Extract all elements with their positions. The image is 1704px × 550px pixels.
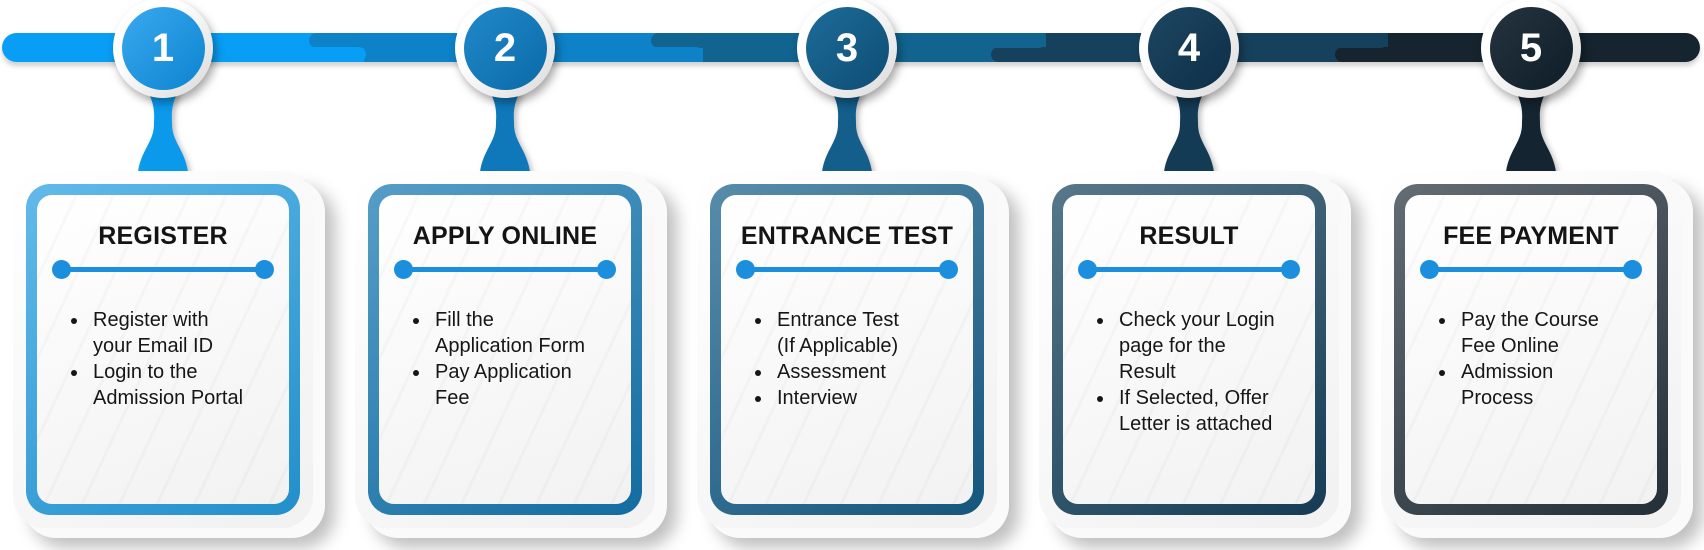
step-number-badge: 2 xyxy=(455,0,555,98)
card-body: RESULT Check your Login page for the Res… xyxy=(1063,195,1315,504)
divider-dot xyxy=(939,259,958,279)
step-number: 3 xyxy=(805,6,889,90)
step-bullet-list: Pay the Course Fee Online Admission Proc… xyxy=(1419,307,1643,411)
timeline-accent-pill xyxy=(922,33,1046,48)
bullet-item: Pay Application Fee xyxy=(431,359,613,411)
timeline-accent-pill xyxy=(651,33,781,48)
card-border: APPLY ONLINE Fill the Application Form P… xyxy=(368,184,642,515)
divider-line xyxy=(1094,266,1284,272)
timeline-accent-pill xyxy=(991,47,1121,62)
timeline-accent-pill xyxy=(309,33,439,48)
bullet-item: Check your Login page for the Result xyxy=(1115,307,1297,385)
divider-line xyxy=(410,266,600,272)
divider-dot xyxy=(736,259,755,279)
connector-stem xyxy=(480,90,530,172)
step-card: REGISTER Register with your Email ID Log… xyxy=(13,171,313,528)
title-divider xyxy=(52,259,274,279)
divider-dot xyxy=(1623,259,1642,279)
step-bullet-list: Fill the Application Form Pay Applicatio… xyxy=(393,307,617,411)
step-apply-online: APPLY ONLINE Fill the Application Form P… xyxy=(334,0,676,550)
step-fee-payment: FEE PAYMENT Pay the Course Fee Online Ad… xyxy=(1360,0,1702,550)
step-card: ENTRANCE TEST Entrance Test (If Applicab… xyxy=(697,171,997,528)
bullet-item: Assessment xyxy=(773,359,955,385)
card-border: RESULT Check your Login page for the Res… xyxy=(1052,184,1326,515)
divider-line xyxy=(1436,266,1626,272)
card-border: REGISTER Register with your Email ID Log… xyxy=(26,184,300,515)
connector-stem xyxy=(1506,90,1556,172)
card-border: FEE PAYMENT Pay the Course Fee Online Ad… xyxy=(1394,184,1668,515)
timeline-accent-pill xyxy=(580,47,703,62)
step-result: RESULT Check your Login page for the Res… xyxy=(1018,0,1360,550)
card-body: FEE PAYMENT Pay the Course Fee Online Ad… xyxy=(1405,195,1657,504)
step-title: FEE PAYMENT xyxy=(1443,222,1619,250)
bullet-item: Pay the Course Fee Online xyxy=(1457,307,1639,359)
step-card: APPLY ONLINE Fill the Application Form P… xyxy=(355,171,655,528)
step-bullet-list: Entrance Test (If Applicable) Assessment… xyxy=(735,307,959,411)
divider-dot xyxy=(597,259,616,279)
step-number: 2 xyxy=(463,6,547,90)
card-border: ENTRANCE TEST Entrance Test (If Applicab… xyxy=(710,184,984,515)
step-entrance-test: ENTRANCE TEST Entrance Test (If Applicab… xyxy=(676,0,1018,550)
step-register: REGISTER Register with your Email ID Log… xyxy=(0,0,334,550)
bullet-item: Interview xyxy=(773,385,955,411)
timeline-accent-pill xyxy=(242,47,366,62)
bullet-item: If Selected, Offer Letter is attached xyxy=(1115,385,1297,437)
bullet-item: Register with your Email ID xyxy=(89,307,271,359)
step-title: RESULT xyxy=(1139,222,1239,250)
step-card: RESULT Check your Login page for the Res… xyxy=(1039,171,1339,528)
divider-dot xyxy=(394,259,413,279)
title-divider xyxy=(736,259,958,279)
step-title: APPLY ONLINE xyxy=(412,222,598,250)
divider-dot xyxy=(1420,259,1439,279)
title-divider xyxy=(394,259,616,279)
bullet-item: Entrance Test (If Applicable) xyxy=(773,307,955,359)
step-title: ENTRANCE TEST xyxy=(740,222,954,250)
bullet-item: Fill the Application Form xyxy=(431,307,613,359)
divider-dot xyxy=(1281,259,1300,279)
connector-stem xyxy=(138,90,188,172)
step-number-badge: 5 xyxy=(1481,0,1581,98)
step-number: 1 xyxy=(121,6,205,90)
divider-dot xyxy=(255,259,274,279)
step-number-badge: 3 xyxy=(797,0,897,98)
step-bullet-list: Check your Login page for the Result If … xyxy=(1077,307,1301,437)
step-card: FEE PAYMENT Pay the Course Fee Online Ad… xyxy=(1381,171,1681,528)
bullet-item: Admission Process xyxy=(1457,359,1639,411)
step-bullet-list: Register with your Email ID Login to the… xyxy=(51,307,275,411)
connector-stem xyxy=(822,90,872,172)
card-body: ENTRANCE TEST Entrance Test (If Applicab… xyxy=(721,195,973,504)
title-divider xyxy=(1078,259,1300,279)
step-number-badge: 4 xyxy=(1139,0,1239,98)
step-number: 5 xyxy=(1489,6,1573,90)
divider-line xyxy=(752,266,942,272)
divider-dot xyxy=(1078,259,1097,279)
timeline-accent-pill xyxy=(1335,47,1465,62)
card-body: REGISTER Register with your Email ID Log… xyxy=(37,195,289,504)
card-body: APPLY ONLINE Fill the Application Form P… xyxy=(379,195,631,504)
timeline-accent-pill xyxy=(1264,33,1388,48)
divider-dot xyxy=(52,259,71,279)
bullet-item: Login to the Admission Portal xyxy=(89,359,271,411)
divider-line xyxy=(68,266,258,272)
connector-stem xyxy=(1164,90,1214,172)
step-title: REGISTER xyxy=(98,222,228,250)
title-divider xyxy=(1420,259,1642,279)
step-number: 4 xyxy=(1147,6,1231,90)
step-number-badge: 1 xyxy=(113,0,213,98)
